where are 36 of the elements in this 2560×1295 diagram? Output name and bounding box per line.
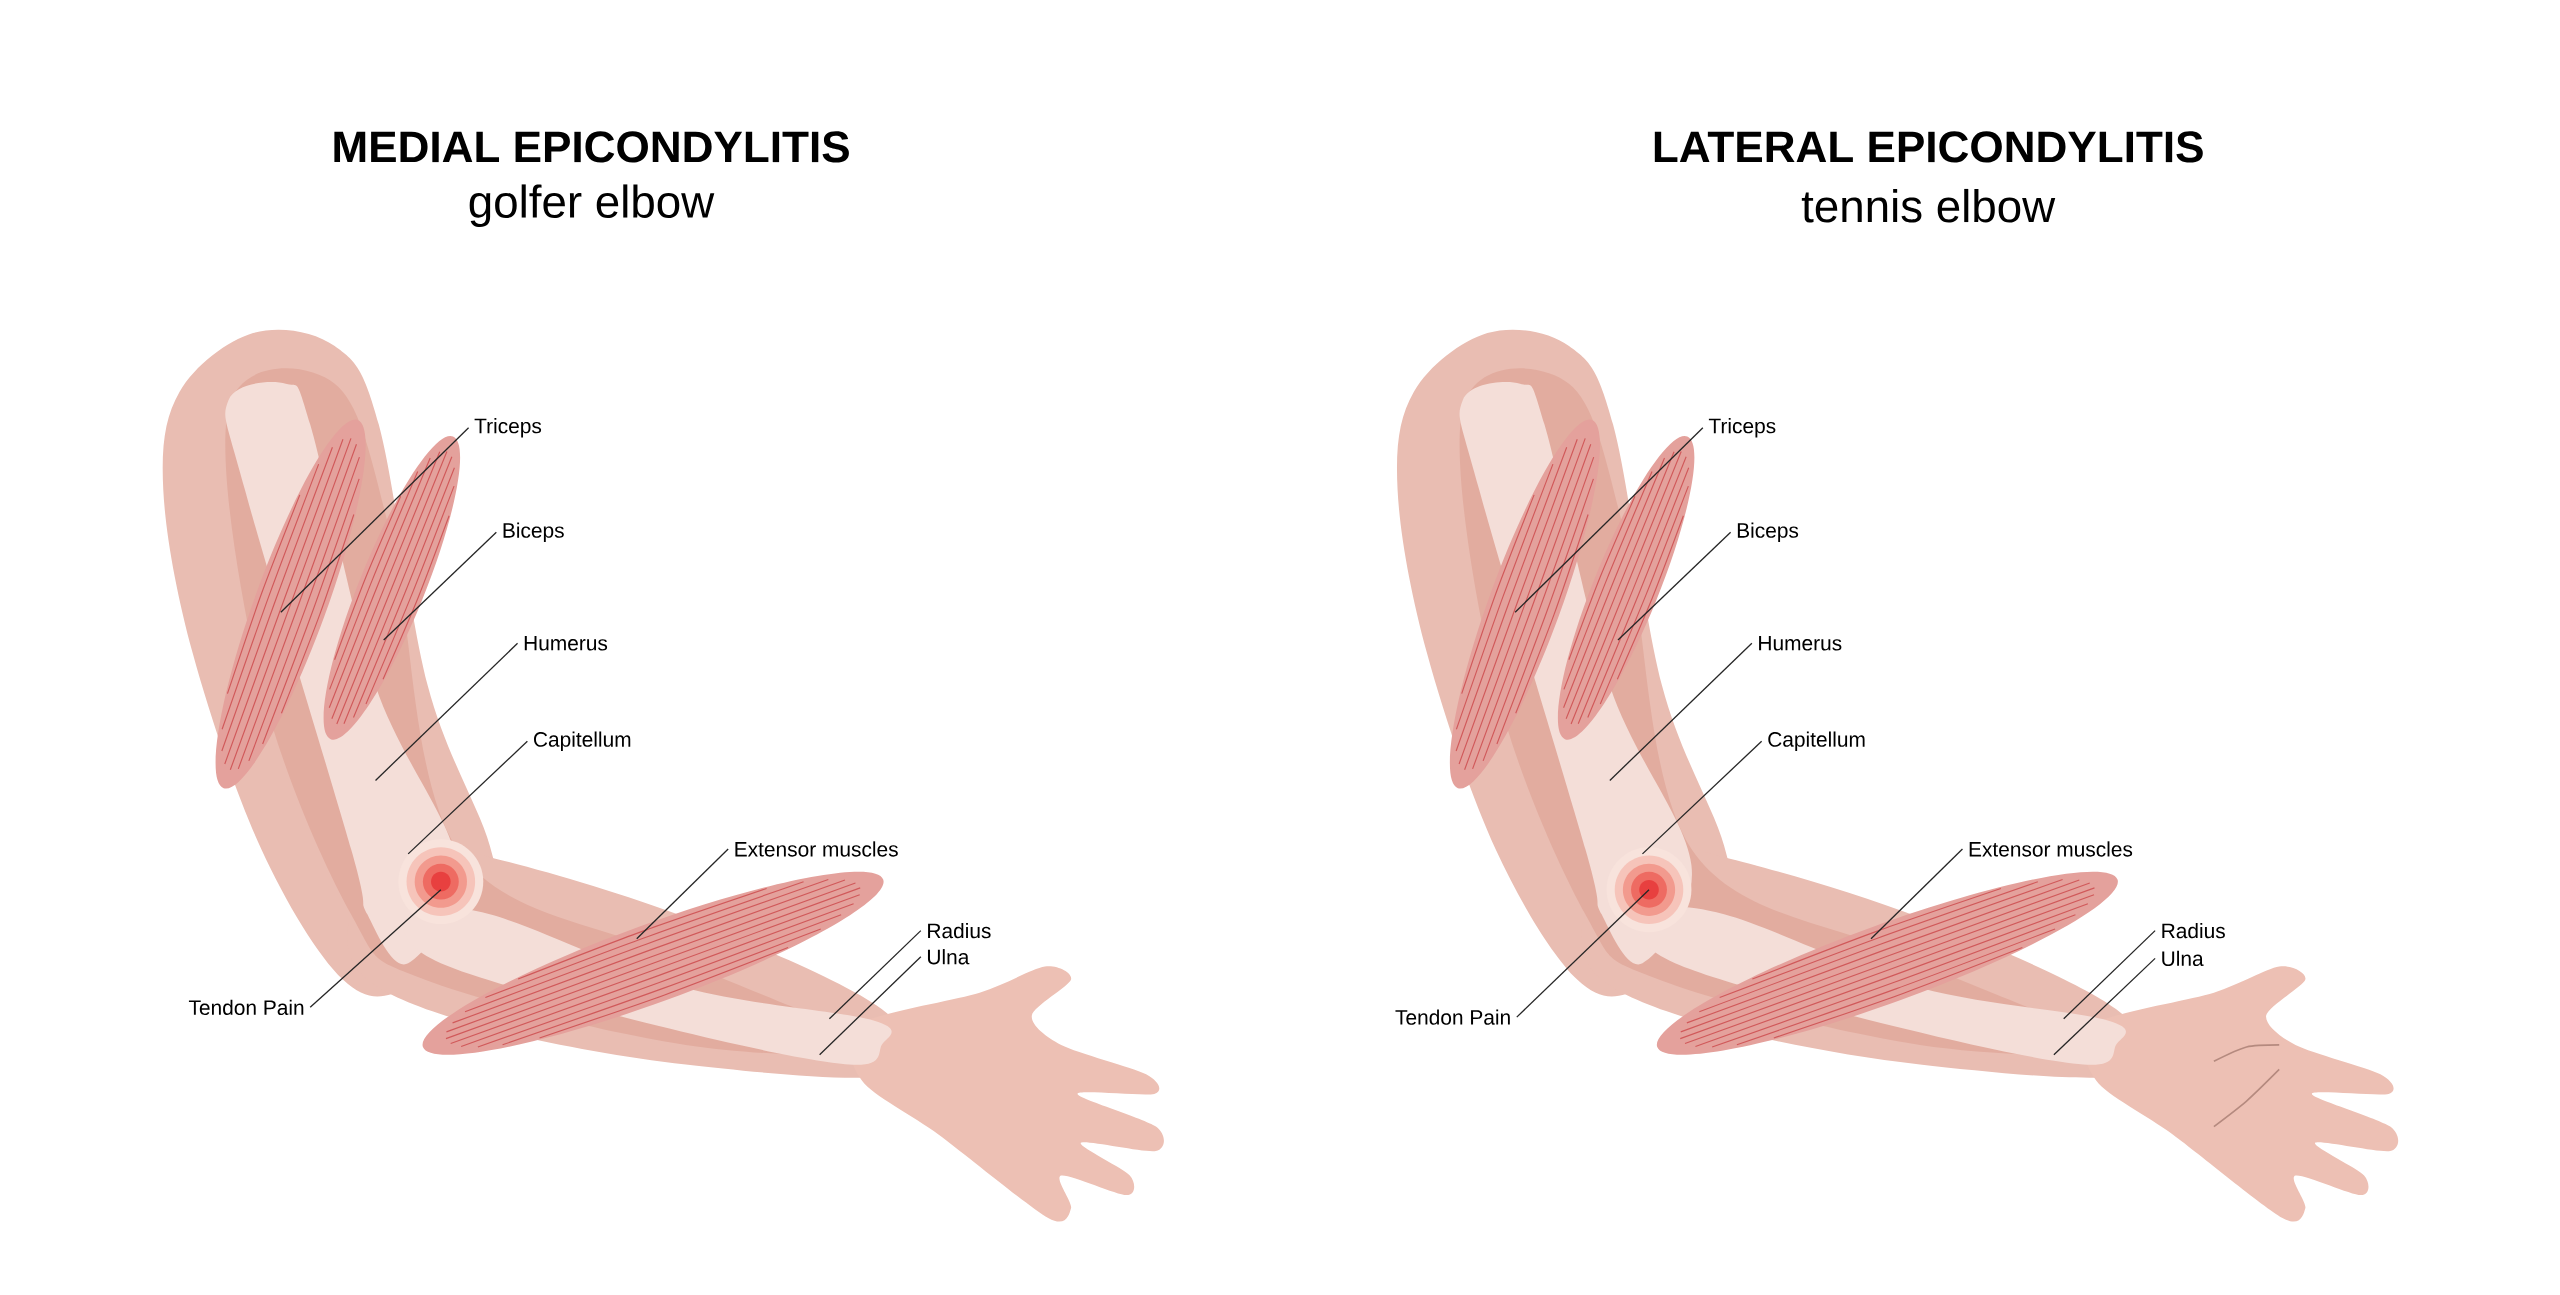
part-label: Tendon Pain xyxy=(188,999,304,1016)
leader-line xyxy=(828,930,922,1020)
part-label: Ulna xyxy=(2162,950,2204,967)
part-label: Biceps xyxy=(1737,522,1799,543)
part-label: Triceps xyxy=(1708,418,1776,438)
leader-line xyxy=(407,740,528,855)
leader-line xyxy=(1641,740,1763,855)
heading: LATERAL EPICONDYLITIS xyxy=(1654,131,2203,163)
part-label: Extensor muscles xyxy=(1969,841,2133,857)
leader-line xyxy=(2063,930,2156,1020)
leader-line xyxy=(1870,848,1964,940)
leader-line xyxy=(374,642,519,782)
leader-line xyxy=(309,889,442,1009)
part-label: Humerus xyxy=(524,636,608,651)
part-label: Humerus xyxy=(1759,636,1842,651)
subtitle: golfer elbow xyxy=(469,184,715,228)
leader-line xyxy=(383,531,497,641)
part-label: Biceps xyxy=(503,522,564,543)
subtitle: tennis elbow xyxy=(1801,189,2056,223)
heading: MEDIAL EPICONDYLITIS xyxy=(334,131,849,163)
leader-line xyxy=(2053,957,2156,1056)
leader-line xyxy=(1514,427,1704,614)
part-label: Tendon Pain xyxy=(1395,1009,1510,1025)
part-label: Ulna xyxy=(927,949,970,965)
leader-line xyxy=(1516,889,1650,1018)
leader-line xyxy=(280,427,470,614)
part-label: Capitellum xyxy=(1768,731,1865,752)
part-label: Capitellum xyxy=(534,731,631,752)
leader-line xyxy=(1617,531,1732,641)
leader-line xyxy=(1609,642,1753,782)
part-label: Extensor muscles xyxy=(735,841,898,857)
part-label: Triceps xyxy=(474,418,542,438)
part-label: Radius xyxy=(928,923,991,939)
leader-line xyxy=(636,848,729,940)
leader-line xyxy=(818,956,922,1056)
part-label: Radius xyxy=(2162,923,2225,939)
